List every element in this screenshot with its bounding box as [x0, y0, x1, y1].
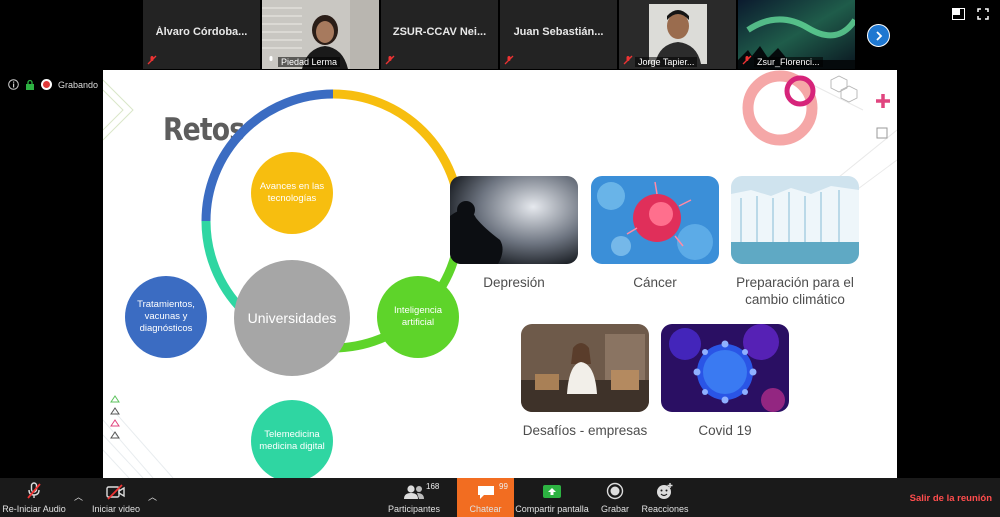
cycle-node-label: Telemedicina medicina digital	[259, 429, 325, 452]
reactions-button[interactable]: Reacciones	[640, 478, 690, 517]
topic-caption: Preparación para el cambio climático	[736, 275, 854, 307]
participant-tile[interactable]: Juan Sebastián...	[500, 0, 617, 69]
chat-label: Chatear	[469, 504, 502, 514]
next-page-button[interactable]	[867, 24, 890, 47]
participant-tile[interactable]: Álvaro Córdoba...	[143, 0, 260, 69]
video-camera-off-icon	[106, 484, 125, 500]
participants-button[interactable]: Participantes	[385, 478, 443, 517]
participants-label: Participantes	[387, 504, 441, 514]
record-button[interactable]: Grabar	[596, 478, 634, 517]
chevron-right-icon	[875, 30, 882, 41]
minimize-view-icon[interactable]	[952, 8, 965, 20]
participant-tile[interactable]: Zsur_Florenci...	[738, 0, 855, 69]
audio-button[interactable]: Re-Iniciar Audio	[0, 478, 68, 517]
info-icon[interactable]	[8, 79, 19, 90]
audio-options-chevron-up-icon[interactable]: ︿	[74, 492, 84, 502]
mic-muted-icon	[147, 55, 157, 65]
mic-icon	[269, 56, 273, 61]
topic-caption: Desafíos - empresas	[522, 423, 648, 438]
cycle-node-label: Avances en las tecnologías	[259, 181, 325, 204]
smiley-plus-icon	[657, 483, 673, 499]
cycle-center-node: Universidades	[234, 260, 350, 376]
participants-count: 168	[426, 482, 440, 491]
record-icon	[606, 482, 624, 500]
topic-caption: Depresión	[483, 275, 545, 290]
virus-photo	[661, 324, 789, 412]
topic-caption: Cáncer	[633, 275, 677, 290]
meeting-toolbar: Re-Iniciar Audio ︿ Iniciar video ︿ Parti…	[0, 478, 1000, 517]
record-label: Grabar	[600, 504, 629, 514]
chat-count: 99	[499, 482, 508, 491]
share-screen-button[interactable]: Compartir pantalla	[514, 478, 590, 517]
participant-name: Álvaro Córdoba...	[155, 26, 248, 38]
mic-muted-icon	[504, 55, 514, 65]
meeting-status-bar: Grabando	[8, 79, 98, 90]
participant-label: Piedad Lerma	[278, 57, 341, 67]
participant-label: Jorge Tapier...	[635, 57, 698, 67]
chat-button[interactable]: Chatear	[457, 478, 514, 517]
cycle-node-label: Inteligencia artificial	[393, 305, 443, 328]
participant-label: Zsur_Florenci...	[754, 57, 823, 67]
leave-meeting-button[interactable]: Salir de la reunión	[909, 493, 992, 504]
participant-tile[interactable]: Piedad Lerma	[262, 0, 379, 69]
cycle-center-label: Universidades	[247, 309, 337, 326]
mic-muted-icon	[385, 55, 395, 65]
cycle-node-technology: Avances en las tecnologías	[251, 152, 333, 234]
participant-tile[interactable]: ZSUR-CCAV Nei...	[381, 0, 498, 69]
cycle-node-treatments: Tratamientos, vacunas y diagnósticos	[125, 276, 207, 358]
slide-decoration	[103, 70, 897, 478]
recording-label: Grabando	[58, 79, 99, 90]
participant-tile[interactable]: Jorge Tapier...	[619, 0, 736, 69]
fullscreen-icon[interactable]	[977, 8, 989, 20]
business-woman-photo	[521, 324, 649, 412]
share-screen-icon	[543, 485, 561, 498]
participant-strip: Álvaro Córdoba... Piedad Lerma ZSUR-CCAV…	[143, 0, 903, 69]
video-label: Iniciar video	[91, 504, 141, 514]
chat-bubble-icon	[477, 486, 494, 499]
participants-icon	[404, 485, 424, 499]
cycle-node-telemedicine: Telemedicina medicina digital	[251, 400, 333, 478]
view-controls	[952, 8, 989, 20]
reactions-label: Reacciones	[641, 504, 689, 514]
video-options-chevron-up-icon[interactable]: ︿	[148, 492, 158, 502]
participant-name: ZSUR-CCAV Nei...	[392, 26, 487, 38]
lock-icon[interactable]	[25, 79, 35, 90]
mic-muted-icon	[742, 55, 752, 65]
audio-label: Re-Iniciar Audio	[2, 504, 66, 514]
topic-caption: Covid 19	[698, 423, 752, 438]
microphone-muted-icon	[27, 482, 41, 499]
video-button[interactable]: Iniciar video	[88, 478, 144, 517]
participant-name: Juan Sebastián...	[513, 26, 604, 38]
glacier-photo	[731, 176, 859, 264]
shared-screen-slide: Retos Universidades Avances en las tecno…	[103, 70, 897, 478]
recording-dot-icon	[41, 79, 52, 90]
mic-muted-icon	[623, 55, 633, 65]
cycle-node-label: Tratamientos, vacunas y diagnósticos	[137, 299, 195, 334]
share-label: Compartir pantalla	[515, 504, 589, 514]
depression-photo	[450, 176, 578, 264]
cycle-node-ai: Inteligencia artificial	[377, 276, 459, 358]
cancer-cell-photo	[591, 176, 719, 264]
